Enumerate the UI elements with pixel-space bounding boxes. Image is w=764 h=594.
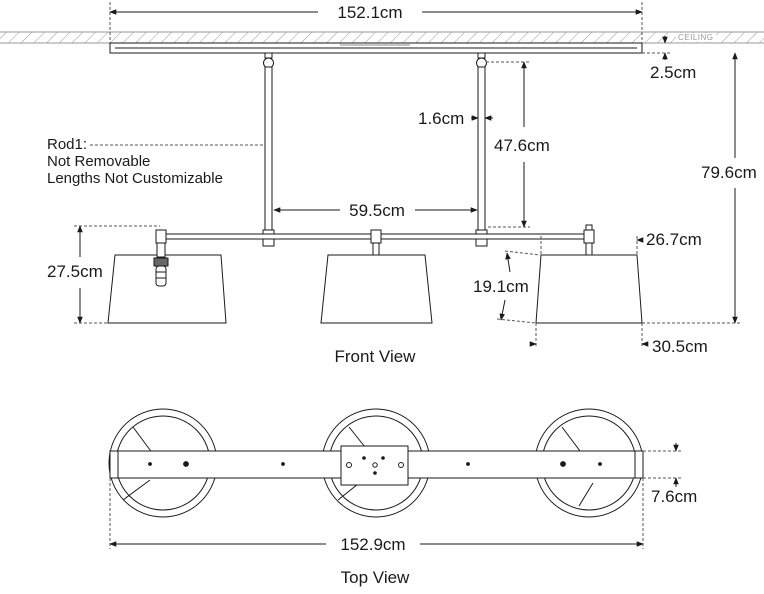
bulb-socket-icon — [153, 242, 169, 287]
canopy-width-label: 152.1cm — [337, 3, 402, 22]
overall-width-dimension: 152.9cm — [109, 478, 644, 554]
rod-length-dimension: 47.6cm — [486, 61, 550, 228]
shade-height-right-dimension: 19.1cm — [473, 250, 541, 324]
top-view-label: Top View — [341, 568, 410, 587]
front-view-label: Front View — [335, 347, 417, 366]
rod-right — [475, 52, 488, 247]
rod-note-title: Rod1: — [47, 136, 87, 153]
shade-left — [107, 242, 227, 324]
shade-bottom-diameter-label: 30.5cm — [652, 337, 708, 356]
shade-right — [535, 242, 643, 324]
shade-bottom-diameter-dimension: 30.5cm — [529, 323, 708, 356]
canopy-height-dimension: 2.5cm — [642, 36, 696, 82]
shade-top-diameter-dimension: 26.7cm — [540, 230, 702, 255]
top-canopy-box — [340, 445, 409, 486]
bar-depth-label: 7.6cm — [651, 487, 697, 506]
shade-height-left-label: 27.5cm — [47, 262, 103, 281]
rod-diameter-dimension: 1.6cm — [418, 109, 493, 128]
shade-top-diameter-label: 26.7cm — [646, 230, 702, 249]
canopy-width-dimension: 152.1cm — [109, 2, 643, 43]
rod-left — [262, 52, 275, 247]
rod-note-lengths: Lengths Not Customizable — [47, 170, 223, 187]
canopy — [109, 42, 643, 54]
rod-length-label: 47.6cm — [494, 136, 550, 155]
rod-note: Rod1: Not Removable Lengths Not Customiz… — [47, 136, 264, 187]
shade-middle — [320, 242, 433, 324]
canopy-height-label: 2.5cm — [650, 63, 696, 82]
shade-height-right-label: 19.1cm — [473, 277, 529, 296]
ceiling: CEILING — [0, 31, 764, 44]
lamp-spacing-label: 59.5cm — [349, 201, 405, 220]
rod-diameter-label: 1.6cm — [418, 109, 464, 128]
rod-note-removable: Not Removable — [47, 153, 150, 170]
overall-height-dimension: 79.6cm — [642, 52, 757, 324]
ceiling-label: CEILING — [678, 33, 714, 42]
bar-depth-dimension: 7.6cm — [643, 443, 697, 506]
lamp-arm — [155, 224, 595, 244]
overall-height-label: 79.6cm — [701, 163, 757, 182]
lamp-spacing-dimension: 59.5cm — [273, 201, 478, 220]
shade-height-left-dimension: 27.5cm — [47, 225, 160, 324]
overall-width-label: 152.9cm — [340, 535, 405, 554]
